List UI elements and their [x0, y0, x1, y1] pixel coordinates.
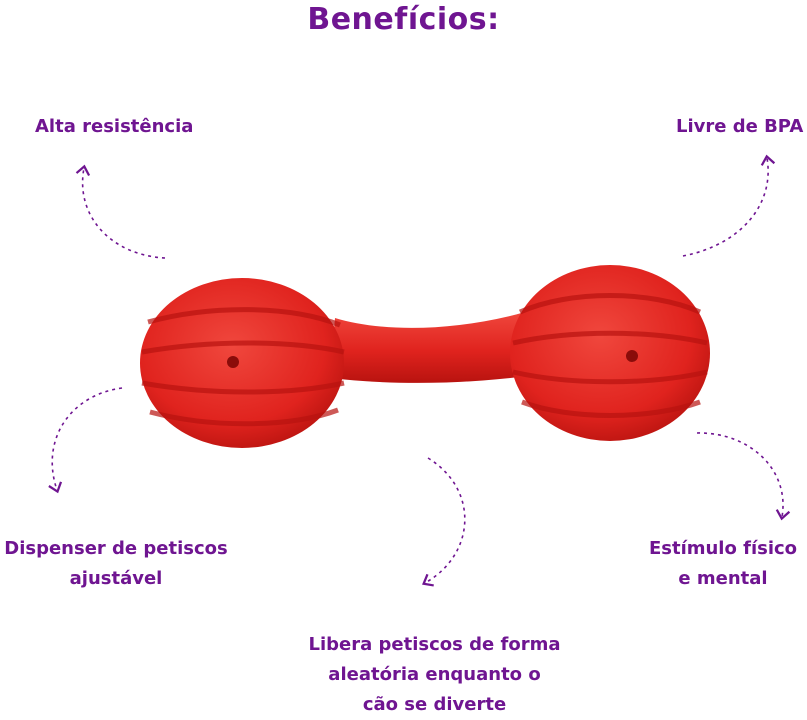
benefit-line: ajustável [69, 568, 163, 589]
benefit-bottom-right: Estímulo físico e mental [640, 534, 806, 594]
benefit-bottom-center: Libera petiscos de forma aleatória enqua… [292, 630, 577, 720]
benefit-line: Alta resistência [35, 116, 194, 137]
arrow-bottom-center [422, 457, 466, 587]
dumbbell-toy-icon [140, 265, 710, 448]
benefit-line: Estímulo físico [648, 538, 798, 559]
arrow-top-left [75, 164, 166, 259]
benefit-line: aleatória enquanto o [328, 664, 541, 685]
benefit-line: cão se diverte [362, 694, 507, 715]
arrow-bottom-right [696, 432, 791, 521]
page-title: Benefícios: [307, 2, 500, 37]
benefit-line: e mental [678, 568, 768, 589]
benefit-line: Libera petiscos de forma [308, 634, 561, 655]
arrow-bottom-left [48, 387, 123, 494]
benefit-line: Dispenser de petiscos [4, 538, 228, 559]
benefit-top-left: Alta resistência [35, 112, 193, 142]
benefit-bottom-left: Dispenser de petiscos ajustável [0, 534, 232, 594]
benefit-line: Livre de BPA [676, 116, 804, 137]
benefit-top-right: Livre de BPA [676, 112, 803, 142]
arrow-top-right [682, 154, 776, 257]
